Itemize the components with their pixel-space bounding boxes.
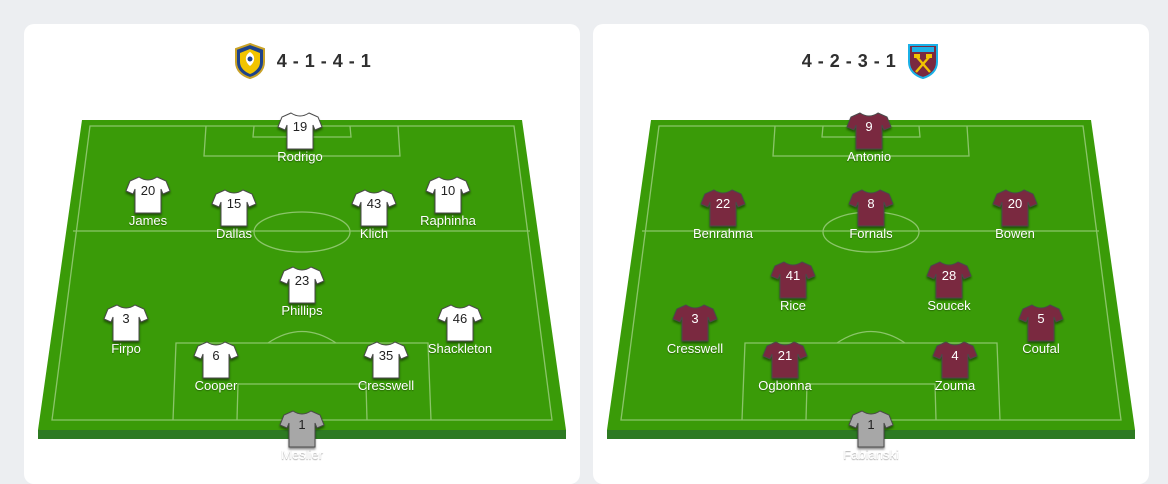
shirt-icon: 46 xyxy=(437,302,483,344)
player-name: Fabianski xyxy=(843,447,899,462)
shirt-number: 20 xyxy=(1007,196,1023,211)
player-name: Zouma xyxy=(934,378,976,393)
shirt-number: 15 xyxy=(226,196,242,211)
player-name: Klich xyxy=(359,226,389,241)
player-name: James xyxy=(128,213,168,228)
shirt-number: 46 xyxy=(452,311,468,326)
shirt-icon: 41 xyxy=(770,259,816,301)
player-name: Bowen xyxy=(995,226,1035,241)
shirt-icon: 10 xyxy=(425,174,471,216)
leeds-crest-icon xyxy=(234,42,265,80)
shirt-number: 41 xyxy=(785,268,801,283)
shirt-icon: 19 xyxy=(277,110,323,152)
shirt-number: 19 xyxy=(292,119,308,134)
shirt-number: 3 xyxy=(122,311,130,326)
shirt-number: 23 xyxy=(294,273,310,288)
shirt-icon: 1 xyxy=(848,408,894,450)
shirt-icon: 4 xyxy=(932,339,978,381)
player-name: Meslier xyxy=(281,447,323,462)
player-name: Rodrigo xyxy=(277,149,323,164)
player-name: Ogbonna xyxy=(758,378,812,393)
shirt-number: 1 xyxy=(867,417,875,432)
player-name: Rice xyxy=(779,298,806,313)
player-name: Raphinha xyxy=(420,213,476,228)
shirt-icon: 20 xyxy=(992,187,1038,229)
shirt-number: 9 xyxy=(865,119,873,134)
shirt-number: 20 xyxy=(140,183,156,198)
shirt-number: 1 xyxy=(298,417,306,432)
player-name: Cresswell xyxy=(666,341,724,356)
player-name: Phillips xyxy=(281,303,323,318)
shirt-number: 8 xyxy=(867,196,875,211)
shirt-icon: 20 xyxy=(125,174,171,216)
shirt-icon: 15 xyxy=(211,187,257,229)
player-name: Dallas xyxy=(215,226,253,241)
player-name: Cresswell xyxy=(357,378,415,393)
shirt-icon: 22 xyxy=(700,187,746,229)
shirt-icon: 9 xyxy=(846,110,892,152)
shirt-number: 28 xyxy=(941,268,957,283)
shirt-icon: 23 xyxy=(279,264,325,306)
shirt-number: 3 xyxy=(691,311,699,326)
west-ham-crest-icon xyxy=(908,44,939,80)
shirt-icon: 21 xyxy=(762,339,808,381)
shirt-icon: 43 xyxy=(351,187,397,229)
away-team-header: 4 - 2 - 3 - 1 xyxy=(593,42,1149,80)
shirt-icon: 35 xyxy=(363,339,409,381)
shirt-icon: 5 xyxy=(1018,302,1064,344)
shirt-number: 22 xyxy=(715,196,731,211)
player-name: Shackleton xyxy=(427,341,493,356)
shirt-icon: 1 xyxy=(279,408,325,450)
home-formation: 4 - 1 - 4 - 1 xyxy=(276,50,372,71)
shirt-icon: 3 xyxy=(103,302,149,344)
pitch-field xyxy=(607,120,1135,439)
shirt-number: 5 xyxy=(1037,311,1045,326)
shirt-number: 43 xyxy=(366,196,382,211)
player-name: Fornals xyxy=(849,226,893,241)
player-name: Cooper xyxy=(194,378,238,393)
player-name: Benrahma xyxy=(693,226,753,241)
shirt-number: 10 xyxy=(440,183,456,198)
shirt-number: 35 xyxy=(378,348,394,363)
shirt-number: 4 xyxy=(951,348,959,363)
shirt-icon: 6 xyxy=(193,339,239,381)
shirt-icon: 8 xyxy=(848,187,894,229)
away-formation: 4 - 2 - 3 - 1 xyxy=(801,50,897,71)
shirt-icon: 3 xyxy=(672,302,718,344)
player-name: Coufal xyxy=(1022,341,1060,356)
home-team-header: 4 - 1 - 4 - 1 xyxy=(24,42,580,80)
player-name: Antonio xyxy=(846,149,892,164)
shirt-number: 6 xyxy=(212,348,220,363)
shirt-number: 21 xyxy=(777,348,793,363)
shirt-icon: 28 xyxy=(926,259,972,301)
player-name: Firpo xyxy=(111,341,141,356)
player-name: Soucek xyxy=(927,298,971,313)
